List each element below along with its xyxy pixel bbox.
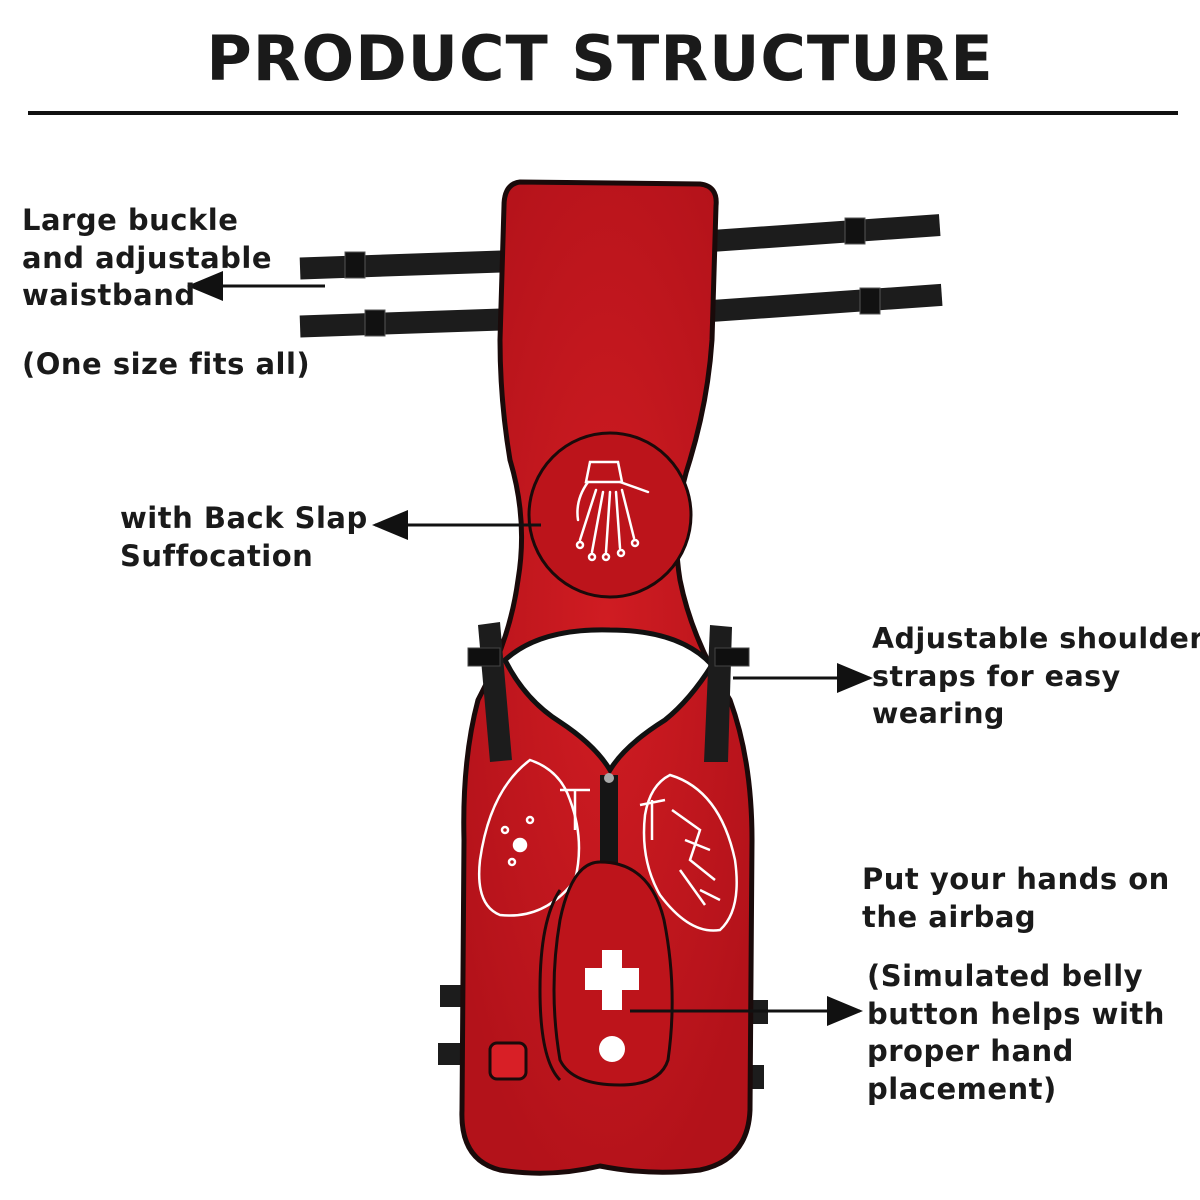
waistband-strap-right-lower <box>711 283 943 322</box>
callout-waistband-note: (One size fits all) <box>22 347 311 381</box>
first-aid-cross-icon <box>585 950 639 1010</box>
callout-shoulder-line-2: straps for easy <box>872 659 1121 693</box>
callout-back-slap: with Back Slap Suffocation <box>120 500 368 575</box>
callout-waistband-line-1: Large buckle <box>22 203 239 237</box>
callout-airbag-note-line-4: placement) <box>867 1071 1057 1106</box>
callout-waistband-line-2: and adjustable <box>22 240 273 275</box>
shoulder-strap-right <box>704 625 750 762</box>
back-slap-pad <box>527 431 693 599</box>
shoulder-strap-left <box>467 622 512 762</box>
callout-airbag-note-line-3: proper hand <box>867 1034 1074 1068</box>
belly-button-icon <box>599 1036 625 1062</box>
hand-bones-icon <box>575 460 650 562</box>
callout-waistband-line-3: waistband <box>22 278 196 312</box>
callout-airbag: Put your hands on the airbag <box>862 861 1170 936</box>
lungs-icon <box>478 758 738 932</box>
callout-shoulder-line-1: Adjustable shoulder <box>872 622 1200 655</box>
callout-airbag-line-1: Put your hands on <box>862 862 1170 896</box>
airbag <box>538 860 674 1087</box>
zipper <box>600 773 618 865</box>
page-title: PRODUCT STRUCTURE <box>206 22 994 95</box>
callout-back-slap-line-2: Suffocation <box>120 538 314 573</box>
callout-airbag-note-line-2: button helps with <box>867 996 1165 1031</box>
callout-shoulder-line-3: wearing <box>872 697 1005 730</box>
waistband-strap-right-upper <box>711 214 941 252</box>
waistband-strap-left-lower <box>299 308 506 338</box>
callout-shoulder: Adjustable shoulder straps for easy wear… <box>872 620 1200 733</box>
callout-waistband: Large buckle and adjustable waistband <box>22 202 272 315</box>
side-patch <box>488 1041 528 1081</box>
callout-airbag-note-line-1: (Simulated belly <box>867 959 1144 993</box>
callout-airbag-line-2: the airbag <box>862 899 1037 934</box>
callout-back-slap-line-1: with Back Slap <box>120 501 368 535</box>
callout-airbag-note: (Simulated belly button helps with prope… <box>867 958 1165 1108</box>
title-divider <box>28 111 1178 115</box>
neck-opening <box>501 627 716 775</box>
waistband-strap-left-upper <box>299 250 506 280</box>
